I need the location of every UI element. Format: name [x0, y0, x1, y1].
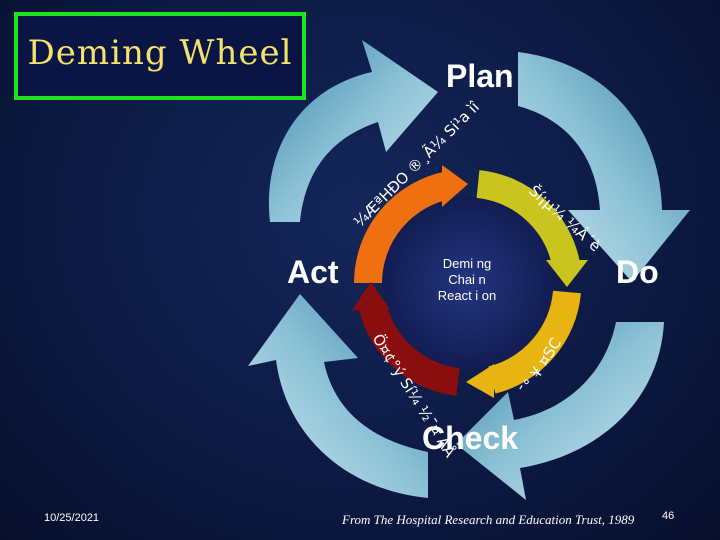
center-text-line-1: Demi ng	[443, 256, 491, 271]
center-text-line-2: Chai n	[448, 272, 486, 287]
arc-check-to-act-arrowhead	[352, 282, 390, 310]
outer-arrow-top-right	[518, 52, 690, 282]
center-disc	[382, 197, 554, 369]
outer-arrow-bottom-left	[248, 294, 428, 498]
arc-act-to-plan	[354, 171, 453, 284]
footer-date: 10/25/2021	[44, 512, 100, 524]
slide-title: Deming Wheel	[27, 33, 293, 73]
page-number: 46	[662, 510, 675, 522]
outer-arrow-bottom-right	[456, 322, 664, 500]
arc-plan-to-do-arrowhead	[546, 260, 588, 287]
arc-do-to-check-arrowhead	[466, 364, 494, 398]
arc-plan-to-do	[476, 170, 580, 268]
label-do: Do	[616, 254, 659, 290]
label-plan: Plan	[446, 58, 514, 94]
title-box: Deming Wheel	[14, 12, 306, 100]
arc-check-to-act	[358, 300, 461, 396]
arc-act-to-plan-arrowhead	[442, 165, 468, 207]
outer-arrow-top-left	[268, 40, 438, 222]
label-act: Act	[287, 254, 339, 290]
center-text-line-3: React i on	[438, 288, 497, 303]
arc-do-to-check	[488, 290, 581, 394]
footer-source: From The Hospital Research and Education…	[342, 512, 635, 527]
label-check: Check	[422, 420, 519, 456]
